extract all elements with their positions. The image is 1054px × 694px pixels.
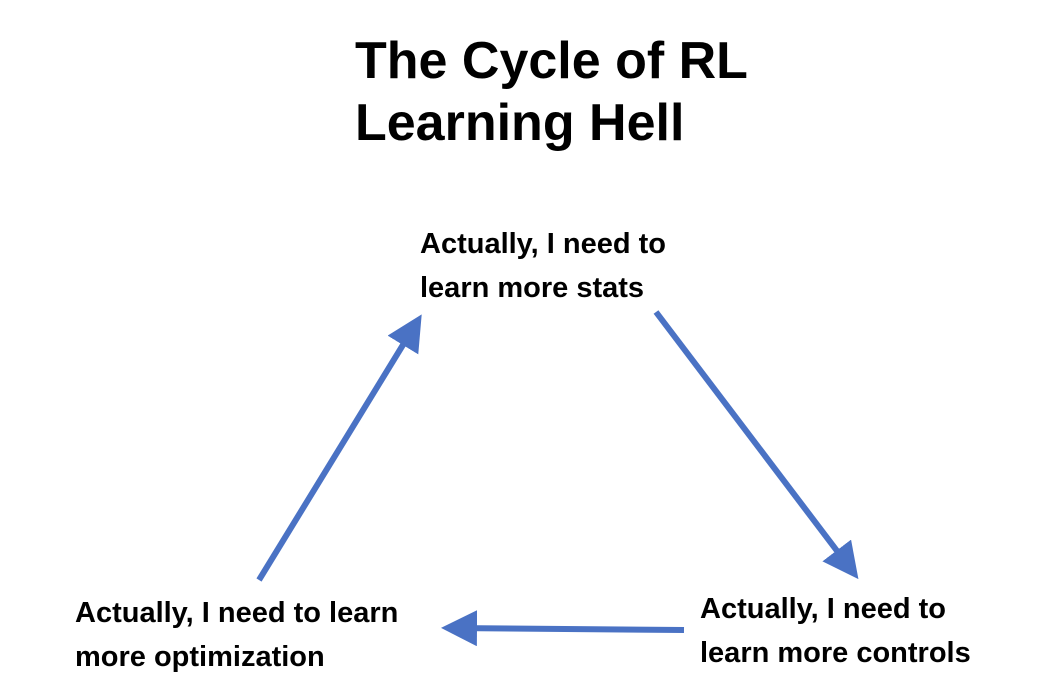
node-optimization: Actually, I need to learn more optimizat… xyxy=(75,591,398,679)
node-controls-line-2: learn more controls xyxy=(700,637,971,669)
node-optimization-line-2: more optimization xyxy=(75,641,325,673)
title-line-2: Learning Hell xyxy=(355,94,685,152)
node-optimization-line-1: Actually, I need to learn xyxy=(75,597,399,629)
node-stats-line-2: learn more stats xyxy=(420,272,645,304)
title-line-1: The Cycle of RL xyxy=(355,32,748,90)
node-controls-line-1: Actually, I need to xyxy=(700,593,947,625)
node-stats-line-1: Actually, I need to xyxy=(420,228,667,260)
node-controls: Actually, I need to learn more controls xyxy=(700,587,971,675)
node-stats: Actually, I need to learn more stats xyxy=(420,222,666,310)
arrow-stats-to-controls xyxy=(653,310,859,580)
arrow-optimization-to-stats xyxy=(256,314,422,582)
arrow-controls-to-optimization xyxy=(441,610,685,647)
diagram-title: The Cycle of RL Learning Hell xyxy=(355,30,748,154)
